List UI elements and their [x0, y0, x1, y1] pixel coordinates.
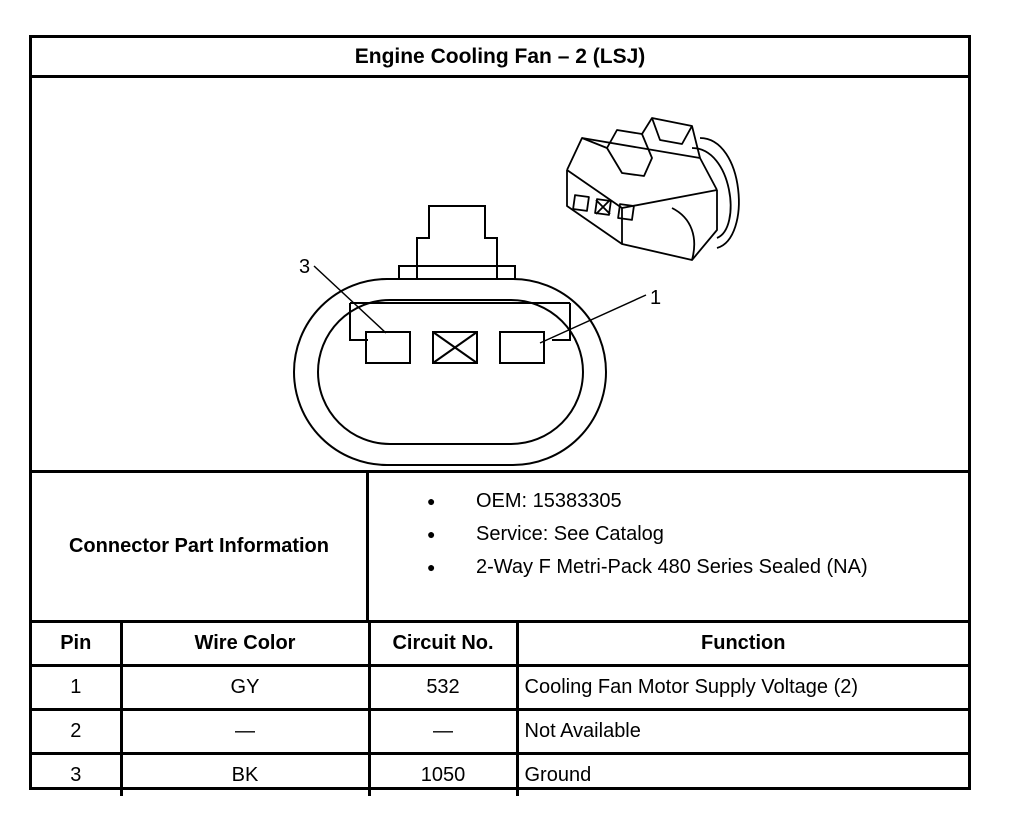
function-cell: Cooling Fan Motor Supply Voltage (2) — [515, 664, 968, 711]
terminal-cavity-3 — [365, 331, 411, 364]
info-service: Service: See Catalog — [369, 518, 968, 551]
table-row: 2 — — Not Available — [32, 708, 968, 755]
connector-info-list: OEM: 15383305 Service: See Catalog 2-Way… — [369, 473, 968, 632]
connector-part-info: Connector Part Information OEM: 15383305… — [32, 473, 968, 623]
connector-face-drawing: 3 1 — [293, 117, 740, 466]
connector-sheet: Engine Cooling Fan – 2 (LSJ) — [29, 35, 971, 796]
terminal-cavity-2-plugged — [432, 331, 478, 364]
pin-table: Pin Wire Color Circuit No. Function 1 GY… — [32, 623, 968, 796]
pin-table-header: Pin Wire Color Circuit No. Function — [32, 623, 968, 667]
header-pin: Pin — [32, 623, 123, 667]
connector-info-label: Connector Part Information — [32, 473, 369, 620]
callout-label-3: 3 — [299, 256, 310, 278]
connector-diagram: 3 1 — [32, 78, 968, 473]
wire-color-cell: GY — [119, 664, 371, 711]
table-row: 1 GY 532 Cooling Fan Motor Supply Voltag… — [32, 664, 968, 711]
connector-isometric-view — [566, 117, 740, 261]
callout-leader-1 — [539, 294, 647, 344]
function-cell: Ground — [515, 752, 968, 796]
pin-cell: 1 — [32, 664, 123, 711]
pin-cell: 2 — [32, 708, 123, 755]
table-row: 3 BK 1050 Ground — [32, 752, 968, 796]
terminal-cavity-frame — [349, 302, 571, 341]
function-cell: Not Available — [515, 708, 968, 755]
terminal-cavity-1 — [499, 331, 545, 364]
info-oem: OEM: 15383305 — [369, 485, 968, 518]
pin-cell: 3 — [32, 752, 123, 796]
header-function: Function — [515, 623, 968, 667]
circuit-cell: 532 — [367, 664, 519, 711]
page-title: Engine Cooling Fan – 2 (LSJ) — [32, 38, 968, 78]
circuit-cell: 1050 — [367, 752, 519, 796]
info-description: 2-Way F Metri-Pack 480 Series Sealed (NA… — [369, 551, 968, 584]
wire-color-cell: — — [119, 708, 371, 755]
callout-leader-3 — [313, 265, 387, 334]
wire-color-cell: BK — [119, 752, 371, 796]
header-circuit-no: Circuit No. — [367, 623, 519, 667]
connector-inner-shell — [317, 299, 584, 445]
callout-label-1: 1 — [650, 287, 661, 309]
circuit-cell: — — [367, 708, 519, 755]
header-wire-color: Wire Color — [119, 623, 371, 667]
connector-outer-shell — [293, 278, 607, 466]
connector-lock-tab — [416, 205, 498, 280]
